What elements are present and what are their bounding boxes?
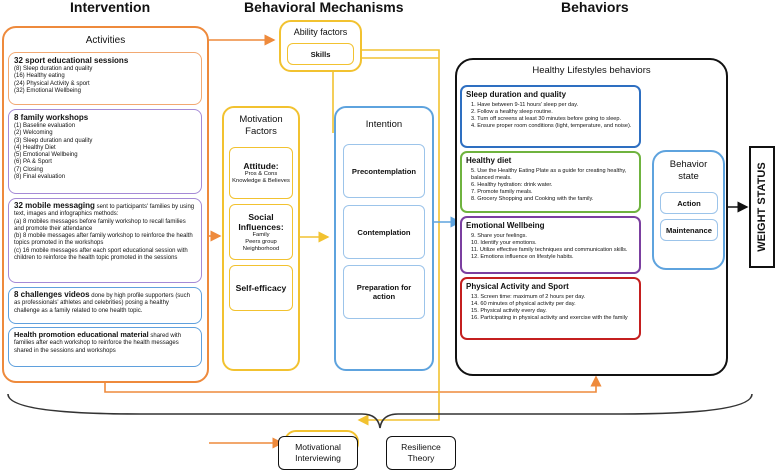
self-efficacy-box: Self-efficacy (229, 265, 293, 311)
list-item: 9. Share your feelings. (471, 233, 527, 239)
emotional-behavior-title: Emotional Wellbeing (466, 221, 545, 230)
list-item: (4) Healthy Diet (14, 144, 56, 151)
challenge-videos-title: 8 challenges videos (14, 290, 90, 299)
educational-material-title: Health promotion educational material (14, 330, 149, 339)
list-item: (b) 8 mobile messages after family works… (14, 233, 193, 247)
challenge-videos-box: 8 challenges videos done by high profile… (8, 287, 202, 324)
list-item: 11. Utilize effective family techniques … (471, 246, 628, 253)
intention-box: Intention Precontemplation Contemplation… (334, 106, 434, 371)
list-item: 1. Have between 9-11 hours' sleep per da… (471, 102, 579, 108)
ability-factors-title: Ability factors (293, 27, 348, 37)
list-item: (24) Physical Activity & sport (14, 80, 90, 87)
family-workshops-box: 8 family workshops (1) Baseline evaluati… (8, 109, 202, 194)
list-item: 2. Follow a healthy sleep routine. (471, 108, 553, 115)
weight-status-box: WEIGHT STATUS (749, 146, 775, 268)
list-item: 16. Participating in physical activity a… (471, 314, 628, 321)
list-item: (3) Sleep duration and quality (14, 137, 93, 144)
physical-activity-behavior-list: 13. Screen time: maximum of 2 hours per … (466, 294, 635, 322)
list-item: 14. 60 minutes of physical activity per … (471, 300, 576, 307)
educational-material-box: Health promotion educational material sh… (8, 327, 202, 367)
list-item: 4. Ensure proper room conditions (light,… (471, 122, 632, 129)
list-item: 8. Grocery Shopping and Cooking with the… (471, 195, 594, 202)
diet-behavior-box: Healthy diet 5. Use the Healthy Eating P… (460, 151, 641, 213)
maintenance-box: Maintenance (660, 219, 718, 241)
list-item: (5) Emotional Wellbeing (14, 152, 78, 159)
contemplation-box: Contemplation (343, 205, 425, 259)
mobile-messaging-intro: 32 mobile messaging sent to participants… (14, 202, 196, 219)
skills-box: Skills (287, 43, 354, 65)
educational-material-text: shared with families after each workshop… (14, 333, 182, 354)
self-efficacy-title: Self-efficacy (235, 283, 287, 293)
list-item: (a) 8 mobiles messages before family wor… (14, 218, 186, 232)
list-item: 13. Screen time: maximum of 2 hours per … (471, 294, 586, 300)
mobile-messaging-box: 32 mobile messaging sent to participants… (8, 198, 202, 283)
list-item: 5. Use the Healthy Eating Plate as a gui… (471, 168, 627, 181)
weight-status-label: WEIGHT STATUS (756, 162, 768, 252)
sport-sessions-list: (8) Sleep duration and quality (16) Heal… (14, 66, 196, 95)
list-item: 15. Physical activity every day. (471, 307, 547, 314)
list-item: (2) Welcoming (14, 130, 53, 137)
list-item: 3. Turn off screens at least 30 minutes … (471, 115, 622, 122)
list-item: 12. Emotions influence on lifestyle habi… (471, 253, 574, 260)
sleep-behavior-list: 1. Have between 9-11 hours' sleep per da… (466, 102, 635, 130)
behavioral-mechanisms-header: Behavioral Mechanisms (244, 0, 404, 15)
list-item: (16) Healthy eating (14, 73, 65, 80)
intention-title: Intention (365, 119, 403, 130)
list-item: (7) Closing (14, 166, 44, 173)
emotional-behavior-list: 9. Share your feelings. 10. Identify you… (466, 233, 635, 261)
sleep-behavior-title: Sleep duration and quality (466, 90, 567, 99)
list-item: (c) 16 mobile messages after each sport … (14, 247, 188, 262)
precontemplation-box: Precontemplation (343, 144, 425, 198)
emotional-behavior-box: Emotional Wellbeing 9. Share your feelin… (460, 216, 641, 274)
intervention-header: Intervention (70, 0, 151, 15)
healthy-lifestyles-title: Healthy Lifestyles behaviors (532, 65, 651, 76)
sleep-behavior-box: Sleep duration and quality 1. Have betwe… (460, 85, 641, 148)
mobile-messaging-lead: sent to participants' families by using … (14, 204, 195, 218)
physical-activity-behavior-box: Physical Activity and Sport 13. Screen t… (460, 277, 641, 340)
orange-arrows (104, 34, 602, 449)
action-box: Action (660, 192, 718, 214)
behaviors-header: Behaviors (561, 0, 629, 15)
family-workshops-list: (1) Baseline evaluation (2) Welcoming (3… (14, 123, 196, 181)
family-workshops-title: 8 family workshops (14, 113, 89, 122)
sport-sessions-title: 32 sport educational sessions (14, 56, 129, 65)
list-item: (1) Baseline evaluation (14, 123, 76, 129)
mobile-messaging-title: 32 mobile messaging (14, 201, 95, 210)
attitude-box: Attitude: Pros & Cons Knowledge & Believ… (229, 147, 293, 199)
sport-sessions-box: 32 sport educational sessions (8) Sleep … (8, 52, 202, 105)
list-item: (8) Final evaluation (14, 174, 66, 181)
attitude-title: Attitude: (243, 161, 279, 171)
list-item: (8) Sleep duration and quality (14, 66, 93, 72)
diet-behavior-title: Healthy diet (466, 156, 512, 165)
list-item: 6. Healthy hydration: drink water. (471, 181, 553, 188)
diet-behavior-list: 5. Use the Healthy Eating Plate as a gui… (466, 168, 635, 203)
list-item: (32) Emotional Wellbeing (14, 87, 81, 94)
challenge-videos-text: done by high profile supporters (such as… (14, 293, 190, 314)
list-item: (6) PA & Sport (14, 159, 52, 166)
physical-activity-behavior-title: Physical Activity and Sport (466, 282, 569, 291)
ability-factors-box: Ability factors Skills (279, 20, 362, 72)
theory-brace (7, 393, 753, 429)
list-item: 7. Promote family meals. (471, 188, 533, 195)
list-item: 10. Identify your emotions. (471, 239, 537, 246)
activities-title: Activities (85, 35, 126, 46)
preparation-for-action-box: Preparation for action (343, 265, 425, 319)
